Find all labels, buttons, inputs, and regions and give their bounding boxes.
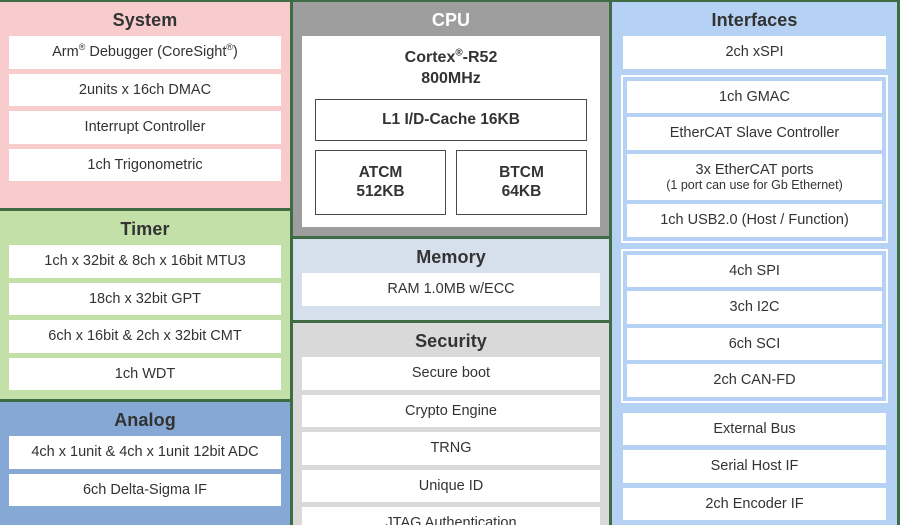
item-dmac[interactable]: 2units x 16ch DMAC	[9, 73, 281, 107]
middle-column: CPU Cortex®-R52 800MHz L1 I/D-Cache 16KB…	[293, 2, 609, 525]
left-column: System Arm® Debugger (CoreSight®) 2units…	[0, 2, 290, 525]
item-ethercat-ports[interactable]: 3x EtherCAT ports (1 port can use for Gb…	[627, 153, 882, 201]
cpu-core-frequency: 800MHz	[421, 69, 481, 87]
item-jtag-authentication[interactable]: JTAG Authentication	[302, 507, 600, 525]
atcm-name: ATCM	[358, 163, 403, 181]
analog-items: 4ch x 1unit & 4ch x 1unit 12bit ADC 6ch …	[9, 436, 281, 507]
block-timer: Timer 1ch x 32bit & 8ch x 16bit MTU3 18c…	[0, 211, 290, 400]
item-cmt[interactable]: 6ch x 16bit & 2ch x 32bit CMT	[9, 320, 281, 353]
atcm-size: 512KB	[356, 183, 405, 201]
interfaces-top-items: 2ch xSPI	[621, 36, 888, 69]
block-title-analog: Analog	[114, 410, 176, 431]
block-cpu: CPU Cortex®-R52 800MHz L1 I/D-Cache 16KB…	[293, 2, 609, 237]
cpu-btcm-box[interactable]: BTCM 64KB	[456, 149, 587, 216]
item-can-fd[interactable]: 2ch CAN-FD	[627, 364, 882, 397]
cpu-panel: Cortex®-R52 800MHz L1 I/D-Cache 16KB ATC…	[302, 36, 600, 228]
item-encoder-if[interactable]: 2ch Encoder IF	[623, 487, 886, 521]
right-column: Interfaces 2ch xSPI 1ch GMAC EtherCAT Sl…	[612, 2, 897, 525]
item-usb20[interactable]: 1ch USB2.0 (Host / Function)	[627, 204, 882, 237]
item-external-bus[interactable]: External Bus	[623, 412, 886, 446]
item-spi[interactable]: 4ch SPI	[627, 254, 882, 288]
interfaces-network-group: 1ch GMAC EtherCAT Slave Controller 3x Et…	[621, 74, 888, 243]
item-sci[interactable]: 6ch SCI	[627, 327, 882, 361]
block-title-timer: Timer	[120, 219, 170, 239]
ethercat-ports-note: (1 port can use for Gb Ethernet)	[666, 178, 843, 193]
timer-items: 1ch x 32bit & 8ch x 16bit MTU3 18ch x 32…	[9, 245, 281, 391]
item-serial-host-if[interactable]: Serial Host IF	[623, 450, 886, 483]
item-trng[interactable]: TRNG	[302, 432, 600, 465]
item-crypto-engine[interactable]: Crypto Engine	[302, 394, 600, 428]
btcm-name: BTCM	[499, 163, 544, 181]
item-ethercat-slave-controller[interactable]: EtherCAT Slave Controller	[627, 117, 882, 150]
block-title-system: System	[112, 10, 178, 30]
block-title-cpu: CPU	[431, 10, 471, 30]
interfaces-bottom-items: External Bus Serial Host IF 2ch Encoder …	[621, 412, 888, 521]
security-items: Secure boot Crypto Engine TRNG Unique ID…	[302, 357, 600, 525]
cpu-atcm-box[interactable]: ATCM 512KB	[315, 149, 446, 216]
interfaces-serial-group: 4ch SPI 3ch I2C 6ch SCI 2ch CAN-FD	[621, 248, 888, 403]
item-gpt[interactable]: 18ch x 32bit GPT	[9, 282, 281, 316]
block-security: Security Secure boot Crypto Engine TRNG …	[293, 323, 609, 525]
ethercat-ports-main: 3x EtherCAT ports	[695, 161, 814, 178]
block-title-interfaces: Interfaces	[711, 10, 798, 30]
block-title-security: Security	[415, 331, 487, 352]
block-interfaces: Interfaces 2ch xSPI 1ch GMAC EtherCAT Sl…	[612, 2, 897, 525]
block-system: System Arm® Debugger (CoreSight®) 2units…	[0, 2, 290, 208]
item-interrupt-controller[interactable]: Interrupt Controller	[9, 111, 281, 144]
cpu-core-name: Cortex®-R52	[404, 47, 498, 67]
btcm-size: 64KB	[501, 183, 542, 201]
item-wdt[interactable]: 1ch WDT	[9, 357, 281, 391]
item-delta-sigma[interactable]: 6ch Delta-Sigma IF	[9, 473, 281, 507]
item-trigonometric[interactable]: 1ch Trigonometric	[9, 148, 281, 182]
item-ram[interactable]: RAM 1.0MB w/ECC	[302, 273, 600, 306]
item-adc[interactable]: 4ch x 1unit & 4ch x 1unit 12bit ADC	[9, 436, 281, 469]
memory-items: RAM 1.0MB w/ECC	[302, 273, 600, 306]
item-i2c[interactable]: 3ch I2C	[627, 291, 882, 324]
item-arm-debugger[interactable]: Arm® Debugger (CoreSight®)	[9, 36, 281, 69]
item-xspi[interactable]: 2ch xSPI	[623, 36, 886, 69]
system-items: Arm® Debugger (CoreSight®) 2units x 16ch…	[9, 36, 281, 182]
block-analog: Analog 4ch x 1unit & 4ch x 1unit 12bit A…	[0, 402, 290, 525]
cpu-core-label: Cortex®-R52 800MHz	[315, 46, 587, 90]
item-secure-boot[interactable]: Secure boot	[302, 357, 600, 390]
item-unique-id[interactable]: Unique ID	[302, 469, 600, 503]
cpu-cache-box[interactable]: L1 I/D-Cache 16KB	[315, 98, 587, 141]
block-memory: Memory RAM 1.0MB w/ECC	[293, 239, 609, 321]
block-title-memory: Memory	[416, 247, 486, 268]
item-mtu3[interactable]: 1ch x 32bit & 8ch x 16bit MTU3	[9, 245, 281, 278]
cpu-tcm-row: ATCM 512KB BTCM 64KB	[315, 149, 587, 216]
item-gmac[interactable]: 1ch GMAC	[627, 80, 882, 114]
